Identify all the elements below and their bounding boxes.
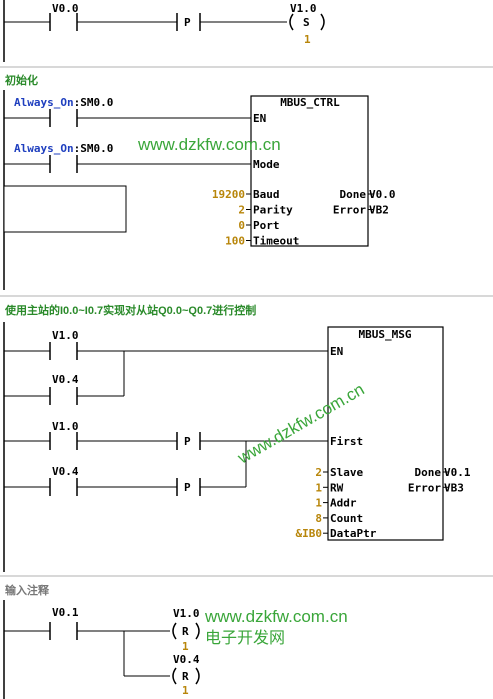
watermark-site-name: 电子开发网: [205, 629, 285, 647]
contact-v1-0-first[interactable]: V1.0: [4, 420, 177, 450]
positive-edge-detector[interactable]: P: [176, 441, 247, 496]
coil-count: 1: [182, 640, 189, 653]
pin-value: V0.1: [444, 466, 471, 479]
watermark-url: www.dzkfw.com.cn: [137, 135, 281, 154]
pin-value: 8: [315, 512, 322, 525]
pin-name: Baud: [253, 188, 280, 201]
contact-always-on-2[interactable]: Always_On:SM0.0: [4, 142, 251, 173]
contact-symbol: Always_On:SM0.0: [14, 142, 113, 155]
pin-en: EN: [330, 345, 343, 358]
pin-name: Parity: [253, 204, 293, 217]
pin-value: 2: [315, 466, 322, 479]
pin-value: 2: [238, 204, 245, 217]
pin-mode: Mode: [253, 158, 280, 171]
pin-name: DataPtr: [330, 527, 377, 540]
pin-en: EN: [253, 112, 266, 125]
watermark-url: www.dzkfw.com.cn: [204, 607, 348, 626]
block-title: MBUS_MSG: [359, 328, 412, 341]
pin-name: Error: [333, 204, 366, 217]
network-1: V0.0 P V1.0 S 1: [4, 2, 325, 46]
contact-address: V0.4: [52, 465, 79, 478]
network-comment: 使用主站的I0.0~I0.7实现对从站Q0.0~Q0.7进行控制: [4, 303, 256, 317]
pin-value: VB3: [444, 481, 464, 494]
contact-address: V1.0: [52, 329, 79, 342]
block-inputs: 19200 Baud 2 Parity 0 Port 100 Timeout: [212, 188, 299, 248]
pin-name: Done: [415, 466, 442, 479]
pin-name: RW: [330, 481, 344, 494]
coil-count: 1: [304, 33, 311, 46]
pin-name: Done: [340, 188, 367, 201]
positive-edge-detector[interactable]: P: [176, 432, 328, 450]
network-comment: 初始化: [5, 73, 38, 87]
pin-name: Error: [408, 481, 441, 494]
contact-v1-0-en[interactable]: V1.0: [4, 329, 328, 360]
contact-v0-4-en[interactable]: V0.4: [3, 351, 125, 405]
empty-comment-box[interactable]: [3, 185, 127, 233]
pin-value: V0.0: [369, 188, 396, 201]
edge-label: P: [184, 435, 191, 448]
coil-address: V0.4: [173, 653, 200, 666]
contact-always-on-1[interactable]: Always_On:SM0.0: [4, 96, 251, 127]
pin-value: 1: [315, 481, 322, 494]
pin-name: Port: [253, 219, 280, 232]
coil-type: R: [182, 625, 189, 638]
edge-label: P: [184, 16, 191, 29]
reset-coil-v1-0[interactable]: V1.0 R 1: [172, 607, 200, 653]
coil-type: S: [303, 16, 310, 29]
network-comment: 输入注释: [5, 583, 50, 597]
contact-address: V0.0: [52, 2, 79, 15]
coil-count: 1: [182, 684, 189, 697]
pin-value: 0: [238, 219, 245, 232]
pin-value: VB2: [369, 204, 389, 217]
pin-first: First: [330, 435, 363, 448]
network-4: 输入注释 V0.1 V1.0 R 1 V0.4 R 1: [4, 583, 200, 697]
reset-coil-v0-4[interactable]: V0.4 R 1: [172, 653, 200, 697]
pin-value: 100: [225, 235, 245, 248]
pin-name: Count: [330, 512, 363, 525]
contact-v0-1[interactable]: V0.1: [4, 606, 170, 677]
block-title: MBUS_CTRL: [280, 96, 340, 109]
contact-symbol: Always_On:SM0.0: [14, 96, 113, 109]
contact-v0-0[interactable]: V0.0: [4, 2, 177, 31]
pin-value: 1: [315, 497, 322, 510]
set-coil-v1-0[interactable]: V1.0 S 1: [289, 2, 325, 46]
contact-address: V1.0: [52, 420, 79, 433]
pin-value: &IB0: [296, 527, 323, 540]
positive-edge-detector[interactable]: P: [176, 13, 287, 31]
pin-value: 19200: [212, 188, 245, 201]
pin-name: Slave: [330, 466, 363, 479]
pin-name: Addr: [330, 497, 357, 510]
contact-v0-4-first[interactable]: V0.4: [4, 465, 177, 496]
network-3: 使用主站的I0.0~I0.7实现对从站Q0.0~Q0.7进行控制 V1.0 V0…: [3, 303, 471, 541]
pin-name: Timeout: [253, 235, 299, 248]
network-2: 初始化 Always_On:SM0.0 Always_On:SM0.0 MBUS…: [3, 73, 396, 248]
edge-label: P: [184, 481, 191, 494]
coil-address: V1.0: [173, 607, 200, 620]
contact-address: V0.4: [52, 373, 79, 386]
coil-address: V1.0: [290, 2, 317, 15]
contact-address: V0.1: [52, 606, 79, 619]
coil-type: R: [182, 670, 189, 683]
